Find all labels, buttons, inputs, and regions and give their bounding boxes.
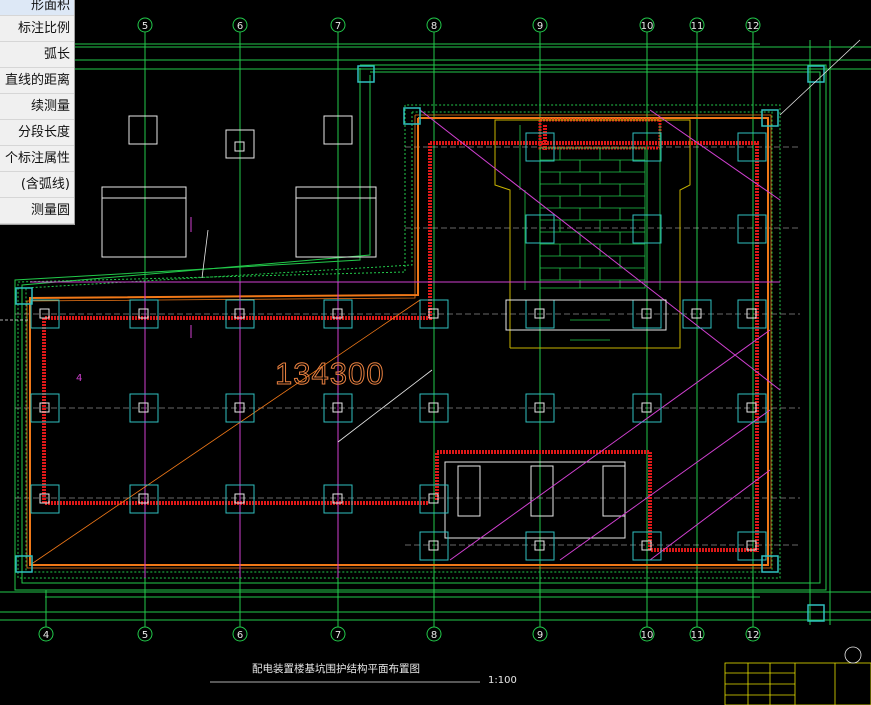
- grid-axis-top-label: 6: [237, 21, 243, 32]
- grid-axis-top-label: 11: [691, 21, 704, 32]
- grid-axis-bottom-bubble: [38, 626, 54, 642]
- grid-axis-bottom-bubble: [426, 626, 442, 642]
- grid-axis-top-label: 12: [747, 21, 760, 32]
- menu-item-area-with-arcs[interactable]: (含弧线): [0, 172, 74, 198]
- menu-item-polygon-area[interactable]: 形面积: [0, 0, 74, 16]
- grid-axis-bottom-bubble: [137, 626, 153, 642]
- grid-axis-bottom-label: 11: [691, 630, 704, 641]
- grid-axis-bottom-label: 8: [431, 630, 437, 641]
- menu-item-segment-length[interactable]: 分段长度: [0, 120, 74, 146]
- grid-axis-bottom-bubble: [532, 626, 548, 642]
- grid-axis-top-bubble: [330, 17, 346, 33]
- drawing-linework: [0, 30, 871, 705]
- grid-axis-labels-bottom: 4 5 6 7 8 9 10 11 12: [38, 626, 761, 642]
- grid-axis-top-bubble: [639, 17, 655, 33]
- grid-axis-bottom-label: 7: [335, 630, 341, 641]
- menu-item-annotation-scale[interactable]: 标注比例: [0, 16, 74, 42]
- grid-axis-bottom-label: 10: [641, 630, 654, 641]
- grid-axis-bottom-label: 9: [537, 630, 543, 641]
- menu-item-arc-length[interactable]: 弧长: [0, 42, 74, 68]
- grid-axis-top-label: 5: [142, 21, 148, 32]
- menu-item-measure-circle[interactable]: 测量圆: [0, 198, 74, 224]
- measured-length-label: 134300: [275, 356, 384, 391]
- grid-axis-labels-top: 5 6 7 8 9 10 11 12: [137, 17, 761, 33]
- measure-tools-menu: 形面积 标注比例 弧长 直线的距离 续测量 分段长度 个标注属性 (含弧线) 测…: [0, 0, 75, 225]
- grid-axis-top-bubble: [137, 17, 153, 33]
- grid-axis-top-bubble: [426, 17, 442, 33]
- grid-axis-top-label: 7: [335, 21, 341, 32]
- grid-axis-bottom-bubble: [232, 626, 248, 642]
- menu-item-line-distance[interactable]: 直线的距离: [0, 68, 74, 94]
- grid-axis-bottom-bubble: [639, 626, 655, 642]
- grid-axis-top-bubble: [232, 17, 248, 33]
- grid-axis-top-bubble: [689, 17, 705, 33]
- grid-axis-bottom-bubble: [689, 626, 705, 642]
- drawing-title: 配电装置楼基坑围护结构平面布置图: [252, 662, 420, 675]
- menu-item-continuous-measure[interactable]: 续测量: [0, 94, 74, 120]
- grid-axis-top-label: 8: [431, 21, 437, 32]
- grid-axis-top-label: 10: [641, 21, 654, 32]
- grid-axis-bottom-label: 5: [142, 630, 148, 641]
- grid-axis-bottom-bubble: [330, 626, 346, 642]
- grid-axis-bottom-label: 12: [747, 630, 760, 641]
- drawing-scale: 1:100: [488, 675, 517, 686]
- grid-axis-top-bubble: [532, 17, 548, 33]
- grid-axis-bottom-label: 6: [237, 630, 243, 641]
- grid-axis-top-bubble: [745, 17, 761, 33]
- grid-axis-top-label: 9: [537, 21, 543, 32]
- annotation-marker: 4: [76, 373, 82, 384]
- grid-axis-bottom-bubble: [745, 626, 761, 642]
- menu-item-single-annotation-property[interactable]: 个标注属性: [0, 146, 74, 172]
- grid-axis-bottom-label: 4: [43, 630, 49, 641]
